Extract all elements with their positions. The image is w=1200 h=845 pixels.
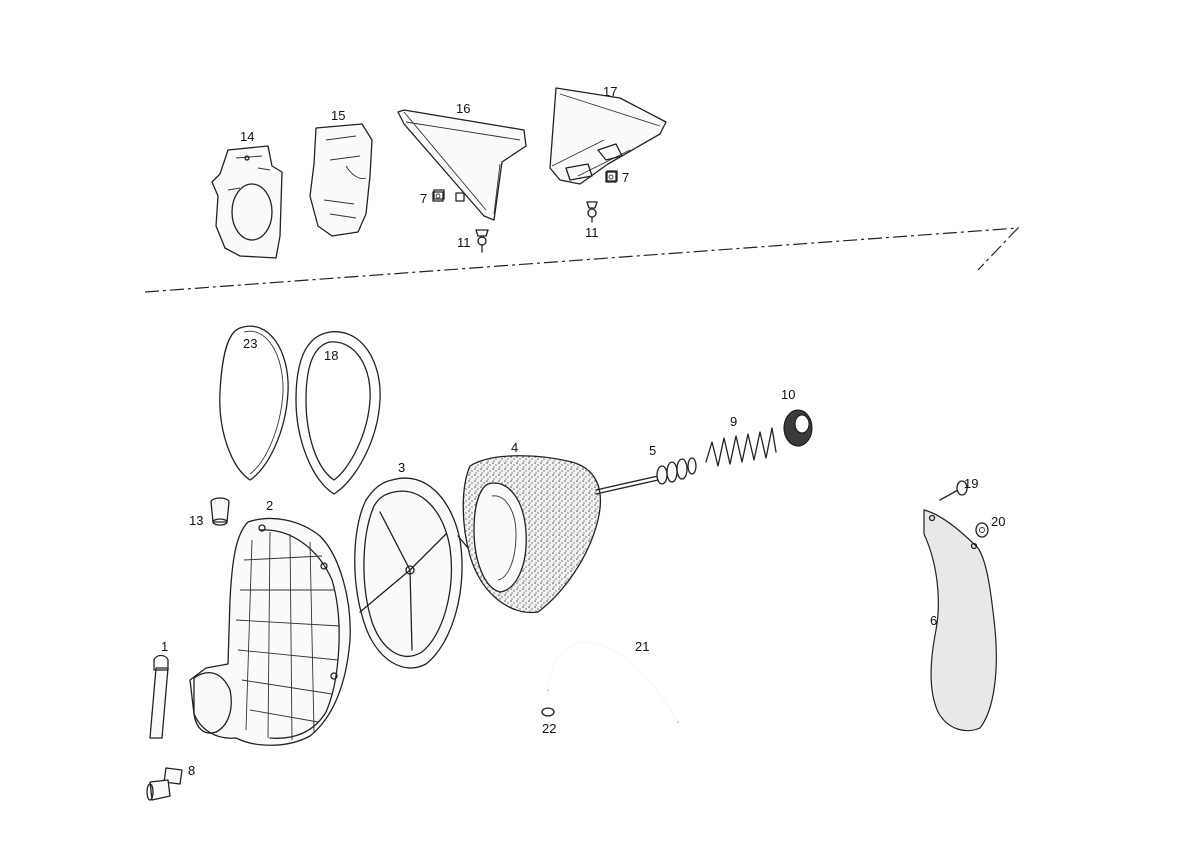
part-14-bracket-panel (211, 145, 283, 259)
label-part-14: 14 (240, 129, 254, 144)
part-2-airbox-housing (189, 517, 351, 746)
label-part-5: 5 (649, 443, 656, 458)
label-part-11a: 11 (457, 235, 471, 250)
label-part-17: 17 (603, 84, 617, 99)
label-part-11b: 11 (585, 225, 599, 240)
label-part-22: 22 (542, 721, 556, 736)
label-part-21: 21 (635, 639, 649, 654)
part-6-mud-flap (923, 509, 997, 732)
part-15-side-cover (309, 123, 373, 237)
part-19-screw (939, 480, 968, 501)
part-8-drain-fitting (146, 767, 183, 801)
part-22-tube-clip (541, 707, 555, 717)
part-18-gasket-ring (295, 331, 381, 495)
part-1-hose (149, 654, 169, 739)
label-part-3: 3 (398, 460, 405, 475)
part-3-filter-frame (354, 477, 469, 669)
label-part-13: 13 (189, 513, 203, 528)
part-23-seal-ring (219, 325, 289, 481)
label-part-23: 23 (243, 336, 257, 351)
label-part-8: 8 (188, 763, 195, 778)
part-10-grommet (783, 409, 813, 447)
label-part-18: 18 (324, 348, 338, 363)
label-part-2: 2 (266, 498, 273, 513)
part-16-triangular-duct (397, 109, 527, 221)
label-part-10: 10 (781, 387, 795, 402)
label-part-4: 4 (511, 440, 518, 455)
label-part-19: 19 (964, 476, 978, 491)
label-part-16: 16 (456, 101, 470, 116)
label-part-9: 9 (730, 414, 737, 429)
part-9-spring (705, 427, 777, 467)
label-part-6: 6 (930, 613, 937, 628)
part-4-foam-filter (462, 455, 602, 614)
part-11-screw-b (586, 201, 598, 223)
part-11-screw-a (475, 229, 489, 253)
part-5-rod (595, 457, 697, 495)
label-part-15: 15 (331, 108, 345, 123)
label-part-20: 20 (991, 514, 1005, 529)
part-7-clip-b (605, 171, 617, 183)
label-part-1: 1 (161, 639, 168, 654)
part-21-tube (546, 640, 680, 723)
part-7-clip-a (432, 191, 444, 202)
section-divider-line (144, 227, 1020, 293)
part-13-plug (210, 497, 230, 526)
part-20-nut (975, 522, 989, 538)
part-17-triangular-duct (549, 87, 667, 185)
label-part-7a: 7 (420, 191, 427, 206)
label-part-7b: 7 (622, 170, 629, 185)
